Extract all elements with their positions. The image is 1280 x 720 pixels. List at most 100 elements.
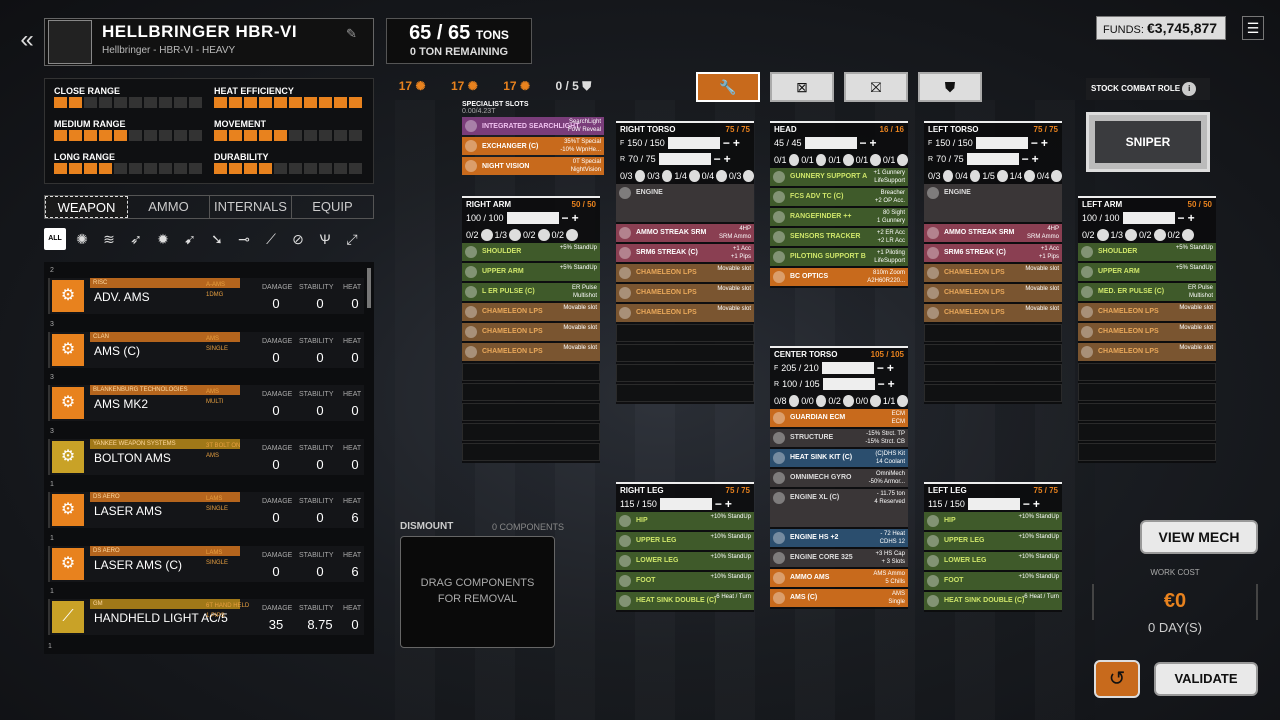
- plus-icon[interactable]: +: [869, 136, 877, 150]
- component-slot[interactable]: SRM6 STREAK (C)+1 Acc +1 Pips: [924, 244, 1062, 262]
- tab-internals[interactable]: INTERNALS: [210, 196, 292, 218]
- component-slot[interactable]: PILOTING SUPPORT B+1 Piloting LifeSuppor…: [770, 248, 908, 266]
- component-slot[interactable]: SHOULDER+5% StandUp: [462, 243, 600, 261]
- component-slot[interactable]: SHOULDER+5% StandUp: [1078, 243, 1216, 261]
- plus-icon[interactable]: +: [732, 136, 740, 150]
- minus-icon[interactable]: −: [877, 377, 885, 391]
- empty-slot[interactable]: [1078, 423, 1216, 441]
- empty-slot[interactable]: [616, 344, 754, 362]
- minus-icon[interactable]: −: [1177, 211, 1185, 225]
- edit-icon[interactable]: ✎: [346, 26, 357, 41]
- empty-slot[interactable]: [462, 423, 600, 441]
- empty-slot[interactable]: [616, 324, 754, 342]
- specialist-slot[interactable]: EXCHANGER (C)35%T Special -10% WpnHe...: [462, 137, 604, 155]
- component-slot[interactable]: SRM6 STREAK (C)+1 Acc +1 Pips: [616, 244, 754, 262]
- minus-icon[interactable]: −: [1021, 152, 1029, 166]
- list-scrollbar[interactable]: [367, 268, 371, 308]
- component-slot[interactable]: UPPER ARM+5% StandUp: [462, 263, 600, 281]
- component-slot[interactable]: MED. ER PULSE (C)ER Pulse Multishot: [1078, 283, 1216, 301]
- empty-slot[interactable]: [924, 364, 1062, 382]
- wrench-icon[interactable]: 🔧: [696, 72, 760, 102]
- plus-icon[interactable]: +: [723, 152, 731, 166]
- minus-icon[interactable]: −: [714, 497, 722, 511]
- component-slot[interactable]: SENSORS TRACKER+2 ER Acc +2 LR Acc: [770, 228, 908, 246]
- component-slot[interactable]: HEAT SINK DOUBLE (C)-6 Heat / Turn: [924, 592, 1062, 610]
- filter-support-icon[interactable]: ✹: [157, 231, 169, 247]
- filter-energy-icon[interactable]: ≋: [103, 231, 115, 247]
- filter-wings-icon[interactable]: Ѱ: [319, 231, 331, 247]
- filter-missile-icon[interactable]: ➶: [130, 231, 142, 247]
- component-slot[interactable]: FOOT+10% StandUp: [616, 572, 754, 590]
- component-slot[interactable]: HEAT SINK KIT (C)(C)DHS Kit 14 Coolant: [770, 449, 908, 467]
- empty-slot[interactable]: [924, 324, 1062, 342]
- filter-all-icon[interactable]: ALL: [44, 228, 66, 250]
- strip-icon[interactable]: ⊠: [770, 72, 834, 102]
- plus-icon[interactable]: +: [887, 377, 895, 391]
- validate-button[interactable]: VALIDATE: [1154, 662, 1258, 696]
- empty-slot[interactable]: [924, 344, 1062, 362]
- armor-icon[interactable]: ⛊: [918, 72, 982, 102]
- menu-icon[interactable]: ☰: [1242, 16, 1264, 40]
- component-slot[interactable]: ENGINE HS +2- 72 Heat CDHS 12: [770, 529, 908, 547]
- plus-icon[interactable]: +: [1040, 136, 1048, 150]
- empty-slot[interactable]: [1078, 383, 1216, 401]
- filter-ams-icon[interactable]: ⊘: [292, 231, 304, 247]
- tab-weapon[interactable]: WEAPON: [45, 196, 128, 218]
- back-icon[interactable]: «: [20, 26, 34, 53]
- component-slot[interactable]: HIP+10% StandUp: [616, 512, 754, 530]
- filter-melee-icon[interactable]: ⟋: [266, 231, 276, 247]
- component-slot[interactable]: FCS ADV TC (C)Breacher +2 OP Acc.: [770, 188, 908, 206]
- component-slot[interactable]: STRUCTURE-15% Strct. TP -15% Strct. CB: [770, 429, 908, 447]
- component-slot[interactable]: LOWER LEG+10% StandUp: [924, 552, 1062, 570]
- empty-slot[interactable]: [1078, 403, 1216, 421]
- plus-icon[interactable]: +: [571, 211, 579, 225]
- component-slot[interactable]: LOWER LEG+10% StandUp: [616, 552, 754, 570]
- filter-rifle-icon[interactable]: ➹: [184, 231, 196, 247]
- component-slot[interactable]: UPPER LEG+10% StandUp: [616, 532, 754, 550]
- plus-icon[interactable]: +: [724, 497, 732, 511]
- filter-handheld-icon[interactable]: ⤢: [346, 231, 358, 247]
- component-slot[interactable]: HEAT SINK DOUBLE (C)-6 Heat / Turn: [616, 592, 754, 610]
- dismount-dropzone[interactable]: [400, 536, 555, 648]
- empty-slot[interactable]: [616, 384, 754, 402]
- undo-icon[interactable]: ↺: [1094, 660, 1140, 698]
- minus-icon[interactable]: −: [1022, 497, 1030, 511]
- empty-slot[interactable]: [1078, 363, 1216, 381]
- component-slot[interactable]: UPPER ARM+5% StandUp: [1078, 263, 1216, 281]
- empty-slot[interactable]: [616, 364, 754, 382]
- empty-slot[interactable]: [462, 383, 600, 401]
- component-slot[interactable]: GUNNERY SUPPORT A+1 Gunnery LifeSupport: [770, 168, 908, 186]
- filter-gun-icon[interactable]: ⊸: [238, 231, 250, 247]
- plus-icon[interactable]: +: [886, 361, 894, 375]
- strip-armor-icon[interactable]: ⛝: [844, 72, 908, 102]
- minus-icon[interactable]: −: [722, 136, 730, 150]
- component-slot[interactable]: ENGINE CORE 325+3 HS Cap + 3 Slots: [770, 549, 908, 567]
- filter-launcher-icon[interactable]: ➘: [211, 231, 223, 247]
- minus-icon[interactable]: −: [561, 211, 569, 225]
- view-mech-button[interactable]: VIEW MECH: [1140, 520, 1258, 554]
- component-slot[interactable]: L ER PULSE (C)ER Pulse Multishot: [462, 283, 600, 301]
- component-slot[interactable]: ENGINE XL (C)- 11.75 ton 4 Reserved: [770, 489, 908, 527]
- filter-ballistic-icon[interactable]: ✺: [76, 231, 88, 247]
